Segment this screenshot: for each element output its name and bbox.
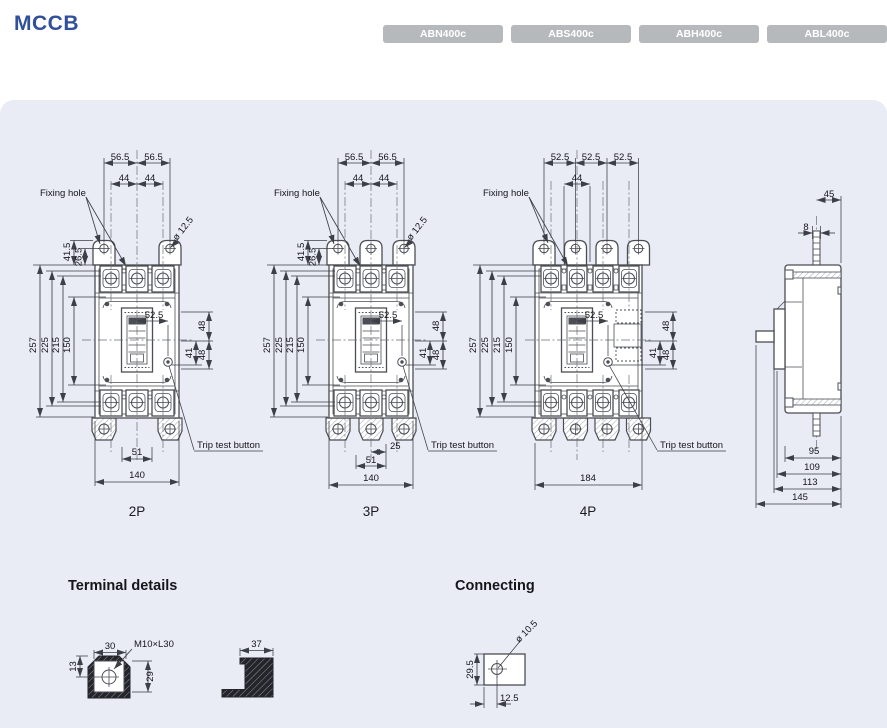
caption-3p: 3P <box>363 504 380 519</box>
dim-3p-52-5: 52.5 <box>379 310 398 321</box>
dim-conn-29-5: 29.5 <box>465 660 476 679</box>
technical-drawing: 56.5 56.5 44 44 ø 12.5 41.5 26.5 257 225 <box>28 150 842 708</box>
dim-3p-top-right: 56.5 <box>378 152 397 163</box>
dim-4p-44: 44 <box>572 173 583 184</box>
dim-3p-257: 257 <box>262 337 273 353</box>
dim-2p-inner-left: 44 <box>119 173 130 184</box>
dim-conn-12-5: 12.5 <box>500 693 519 704</box>
dim-conn-dia: ø 10.5 <box>513 618 540 645</box>
dim-4p-top-1: 52.5 <box>551 152 570 163</box>
dim-side-145: 145 <box>792 492 808 503</box>
figure-terminal-side: 37 <box>221 639 274 698</box>
dim-3p-48a: 48 <box>431 321 442 332</box>
terminal-details-heading: Terminal details <box>68 578 178 594</box>
dim-4p-48b: 48 <box>661 350 672 361</box>
dim-2p-48a: 48 <box>197 321 208 332</box>
dim-3p-41: 41 <box>418 348 429 359</box>
dim-3p-41-5: 41.5 <box>296 243 307 262</box>
dim-2p-48b: 48 <box>197 350 208 361</box>
dim-2p-41-5: 41.5 <box>62 243 73 262</box>
dim-4p-41: 41 <box>648 348 659 359</box>
dim-3p-215: 215 <box>285 337 296 353</box>
dim-4p-top-3: 52.5 <box>614 152 633 163</box>
label-2p-trip-test: Trip test button <box>197 440 260 451</box>
label-4p-fixing-hole: Fixing hole <box>483 188 529 199</box>
figure-terminal-front: 30 M10×L30 13 29 <box>68 639 174 699</box>
dim-term-29: 29 <box>145 671 156 682</box>
view-3p: 56.5 56.5 44 44 ø 12.5 41.5 26.5 257 225… <box>262 150 497 519</box>
dim-2p-215: 215 <box>51 337 62 353</box>
dim-2p-140: 140 <box>129 470 145 481</box>
dim-3p-inner-left: 44 <box>353 173 364 184</box>
dim-2p-top-right: 56.5 <box>144 152 163 163</box>
view-4p: 52.5 52.5 52.5 44 257 225 215 150 52.5 <box>468 150 726 519</box>
dim-2p-inner-right: 44 <box>145 173 156 184</box>
tab-abh400c[interactable]: ABH400c <box>639 25 759 43</box>
dim-side-109: 109 <box>804 462 820 473</box>
dim-4p-top-2: 52.5 <box>582 152 601 163</box>
dim-4p-48a: 48 <box>661 321 672 332</box>
dim-3p-inner-right: 44 <box>379 173 390 184</box>
dim-term-37: 37 <box>251 639 262 650</box>
dim-3p-51: 51 <box>366 455 377 466</box>
page-title: MCCB <box>14 12 79 35</box>
dim-term-13: 13 <box>68 661 79 672</box>
dim-2p-41: 41 <box>184 348 195 359</box>
dim-4p-52-5: 52.5 <box>585 310 604 321</box>
tab-abl400c[interactable]: ABL400c <box>767 25 887 43</box>
label-2p-fixing-hole: Fixing hole <box>40 188 86 199</box>
dim-side-8: 8 <box>803 222 808 233</box>
dim-2p-225: 225 <box>40 337 51 353</box>
dim-side-113: 113 <box>802 477 817 488</box>
dim-3p-hole-dia: ø 12.5 <box>405 215 430 243</box>
label-4p-trip-test: Trip test button <box>660 440 723 451</box>
tab-abn400c[interactable]: ABN400c <box>383 25 503 43</box>
dim-3p-48b: 48 <box>431 350 442 361</box>
connecting-heading: Connecting <box>455 578 535 594</box>
dim-2p-top-left: 56.5 <box>111 152 130 163</box>
dim-2p-26-5: 26.5 <box>74 248 85 267</box>
label-3p-fixing-hole: Fixing hole <box>274 188 320 199</box>
dim-term-30: 30 <box>105 641 116 652</box>
label-term-screw: M10×L30 <box>134 639 174 650</box>
dim-3p-150: 150 <box>296 337 307 353</box>
dim-2p-52-5: 52.5 <box>145 310 164 321</box>
figure-connecting: ø 10.5 29.5 12.5 <box>465 618 540 708</box>
tab-abs400c[interactable]: ABS400c <box>511 25 631 43</box>
caption-2p: 2P <box>129 504 146 519</box>
view-2p: 56.5 56.5 44 44 ø 12.5 41.5 26.5 257 225 <box>28 150 263 519</box>
dim-4p-150: 150 <box>504 337 515 353</box>
dim-3p-top-left: 56.5 <box>345 152 364 163</box>
dim-4p-215: 215 <box>492 337 503 353</box>
dim-4p-225: 225 <box>480 337 491 353</box>
dim-2p-hole-dia: ø 12.5 <box>171 215 196 243</box>
dim-4p-257: 257 <box>468 337 479 353</box>
dim-3p-225: 225 <box>274 337 285 353</box>
dim-side-95: 95 <box>809 446 820 457</box>
dim-4p-184: 184 <box>580 473 596 484</box>
dim-3p-26-5: 26.5 <box>308 248 319 267</box>
dim-2p-51: 51 <box>132 447 143 458</box>
dim-2p-150: 150 <box>62 337 73 353</box>
dim-side-45: 45 <box>824 189 835 200</box>
dim-3p-140: 140 <box>363 473 379 484</box>
caption-4p: 4P <box>580 504 597 519</box>
product-tabs: ABN400c ABS400c ABH400c ABL400c <box>383 25 887 43</box>
label-3p-trip-test: Trip test button <box>431 440 494 451</box>
dim-2p-257: 257 <box>28 337 39 353</box>
view-side: 45 8 95 109 113 145 <box>755 189 842 508</box>
dim-3p-25: 25 <box>390 441 401 452</box>
